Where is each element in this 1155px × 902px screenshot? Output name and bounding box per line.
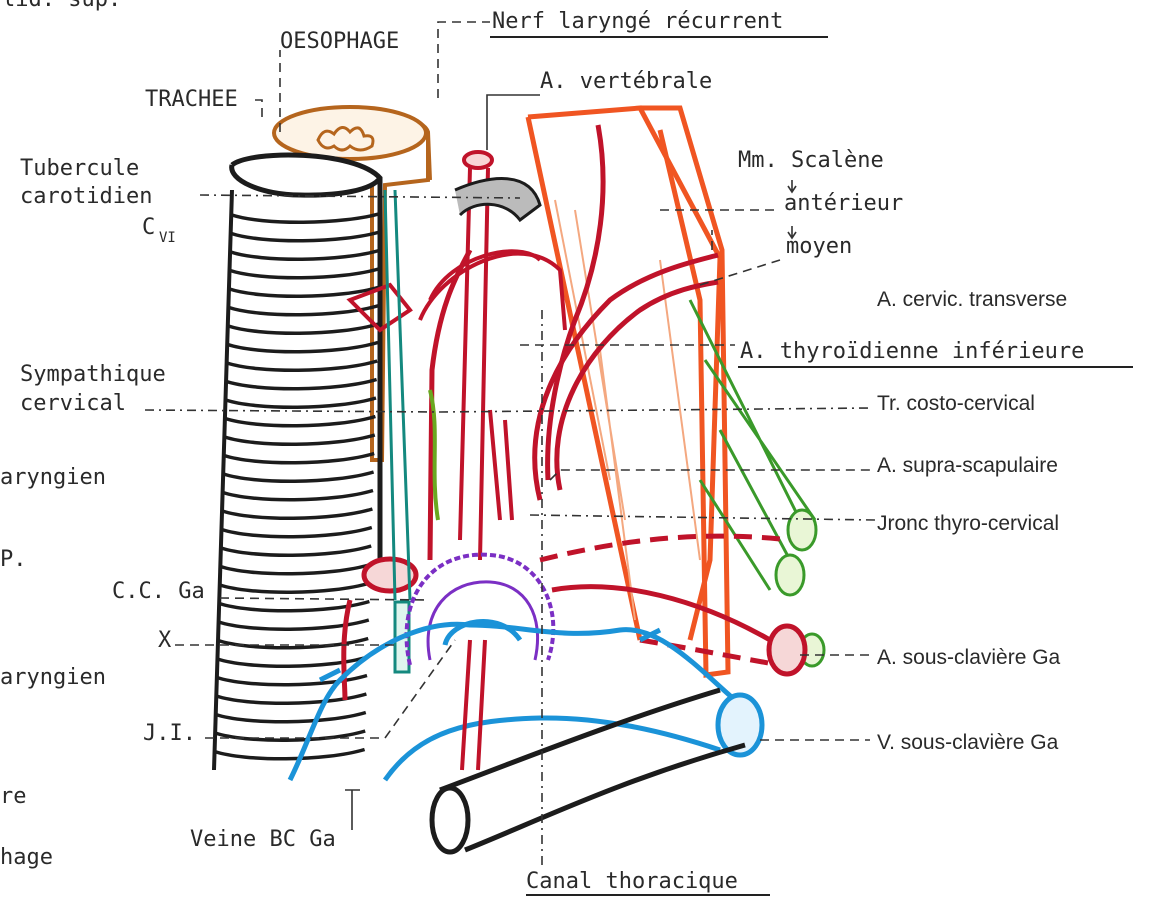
label-ji: J.I. <box>143 721 196 746</box>
tracheal-ring <box>230 287 380 296</box>
tracheal-ring <box>232 213 382 222</box>
tracheal-ring <box>231 232 381 241</box>
label-top-cut: lid. sup. <box>2 0 121 12</box>
tracheal-ring <box>223 491 373 500</box>
label-hage-cut: hage <box>0 845 53 870</box>
aortic-arch-purple <box>407 555 554 665</box>
label-laryngien-2: aryngien <box>0 665 106 690</box>
label-canal: Canal thoracique <box>526 869 738 894</box>
tracheal-ring <box>225 417 375 426</box>
tracheal-ring <box>216 713 366 722</box>
tracheal-ring <box>228 324 378 333</box>
subclavian-artery <box>540 536 805 674</box>
label-laryngien-1: aryngien <box>0 465 106 490</box>
tracheal-ring <box>215 731 365 740</box>
label-c: C <box>142 215 155 240</box>
label-scalene: Mm. Scalène <box>738 148 884 173</box>
label-symp-1: Sympathique <box>20 362 166 387</box>
label-nerf-laryng: Nerf laryngé récurrent <box>492 9 783 34</box>
label-veine-bc: Veine BC Ga <box>190 827 336 852</box>
tracheal-ring <box>222 528 372 537</box>
tracheal-ring <box>220 583 370 592</box>
labels: lid. sup. Nerf laryngé récurrent OESOPHA… <box>0 0 1133 895</box>
label-costo: Tr. costo-cervical <box>877 392 1035 415</box>
label-sous-clav-v: V. sous-clavière Ga <box>877 731 1059 754</box>
label-vi: VI <box>159 230 176 246</box>
label-oesophage: OESOPHAGE <box>280 29 399 54</box>
tracheal-ring <box>215 750 365 759</box>
tracheal-ring <box>226 398 376 407</box>
label-tubercule-1: Tubercule <box>20 156 139 181</box>
tracheal-ring <box>231 250 381 259</box>
label-x: X <box>158 628 172 653</box>
label-thyroid-inf: A. thyroïdienne inférieure <box>740 339 1084 364</box>
label-moyen: moyen <box>786 234 852 259</box>
label-re-cut: re <box>0 784 27 809</box>
label-tronc: Jronc thyro-cervical <box>877 512 1059 535</box>
label-a-vertebrale: A. vertébrale <box>540 69 712 94</box>
trachea <box>214 155 382 770</box>
tracheal-ring <box>228 343 378 352</box>
tracheal-ring <box>221 546 371 555</box>
label-trachee: TRACHEE <box>145 87 238 112</box>
tracheal-ring <box>222 509 372 518</box>
label-tubercule-2: carotidien <box>20 184 152 209</box>
label-ccga: C.C. Ga <box>112 579 205 604</box>
label-supra: A. supra-scapulaire <box>877 454 1058 477</box>
tracheal-ring <box>227 380 377 389</box>
label-cervic-transverse: A. cervic. transverse <box>877 288 1067 311</box>
tracheal-ring <box>224 472 374 481</box>
tracheal-ring <box>225 435 375 444</box>
label-anterieur: antérieur <box>784 191 903 216</box>
tracheal-ring <box>221 565 371 574</box>
brachiocephalic-vein-black <box>432 690 745 852</box>
label-sous-clav-a: A. sous-clavière Ga <box>877 646 1061 669</box>
label-p-cut: P. <box>0 547 27 572</box>
tracheal-ring <box>224 454 374 463</box>
tracheal-ring <box>227 361 377 370</box>
thoracic-duct <box>462 640 485 770</box>
tracheal-ring <box>230 269 380 278</box>
label-symp-2: cervical <box>20 391 126 416</box>
